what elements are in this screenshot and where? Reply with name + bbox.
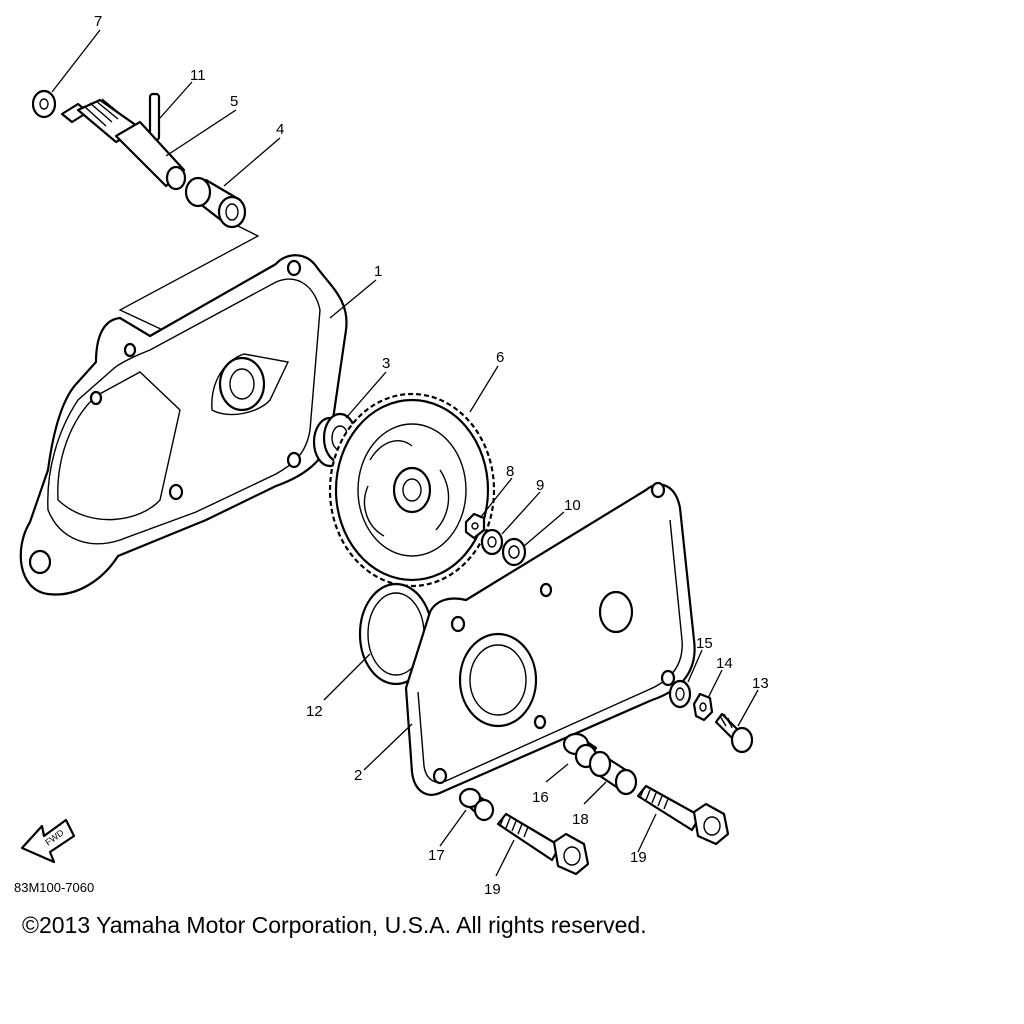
part-8-nut[interactable]	[464, 512, 486, 540]
part-7-washer[interactable]	[31, 89, 57, 119]
callout-5: 5	[230, 93, 238, 110]
part-17-dowel[interactable]	[458, 787, 495, 822]
callout-4: 4	[276, 121, 284, 138]
part-2-cover-plate[interactable]	[404, 481, 696, 796]
part-19-bolt-lower[interactable]	[496, 812, 590, 876]
part-10-washer[interactable]	[501, 537, 527, 567]
callout-8: 8	[506, 463, 514, 480]
callout-16: 16	[532, 789, 549, 806]
callout-7: 7	[94, 13, 102, 30]
part-18-collar[interactable]	[588, 750, 638, 796]
callout-numbers: 7 11 5 4 1 3 6 8 9 10 12 2 15 14 13 16 1…	[94, 13, 769, 898]
callout-2: 2	[354, 767, 362, 784]
callout-17: 17	[428, 847, 445, 864]
part-9-washer[interactable]	[480, 528, 504, 556]
callout-14: 14	[716, 655, 733, 672]
callout-15: 15	[696, 635, 713, 652]
part-14-nut[interactable]	[692, 692, 714, 722]
part-19-bolt-upper[interactable]	[636, 784, 730, 846]
diagram-code: 83M100-7060	[14, 880, 94, 895]
callout-9: 9	[536, 477, 544, 494]
callout-1: 1	[374, 263, 382, 280]
callout-13: 13	[752, 675, 769, 692]
callout-19-lower: 19	[484, 881, 501, 898]
part-4-collar[interactable]	[184, 176, 247, 229]
callout-19-upper: 19	[630, 849, 647, 866]
part-16-dowel[interactable]	[562, 732, 598, 769]
leader-lines	[51, 29, 759, 877]
part-5-shaft[interactable]	[60, 98, 187, 191]
callout-6: 6	[496, 349, 504, 366]
part-13-screw[interactable]	[714, 712, 754, 754]
fwd-arrow-icon: FWD	[20, 818, 76, 864]
callout-18: 18	[572, 811, 589, 828]
callout-12: 12	[306, 703, 323, 720]
part-1-gear-case[interactable]	[19, 254, 348, 596]
part-15-washer[interactable]	[668, 679, 692, 709]
alignment-line	[118, 225, 260, 339]
callout-3: 3	[382, 355, 390, 372]
callout-10: 10	[564, 497, 581, 514]
copyright-notice: ©2013 Yamaha Motor Corporation, U.S.A. A…	[22, 912, 647, 938]
part-6-gear[interactable]	[328, 392, 496, 588]
callout-11: 11	[190, 67, 206, 84]
